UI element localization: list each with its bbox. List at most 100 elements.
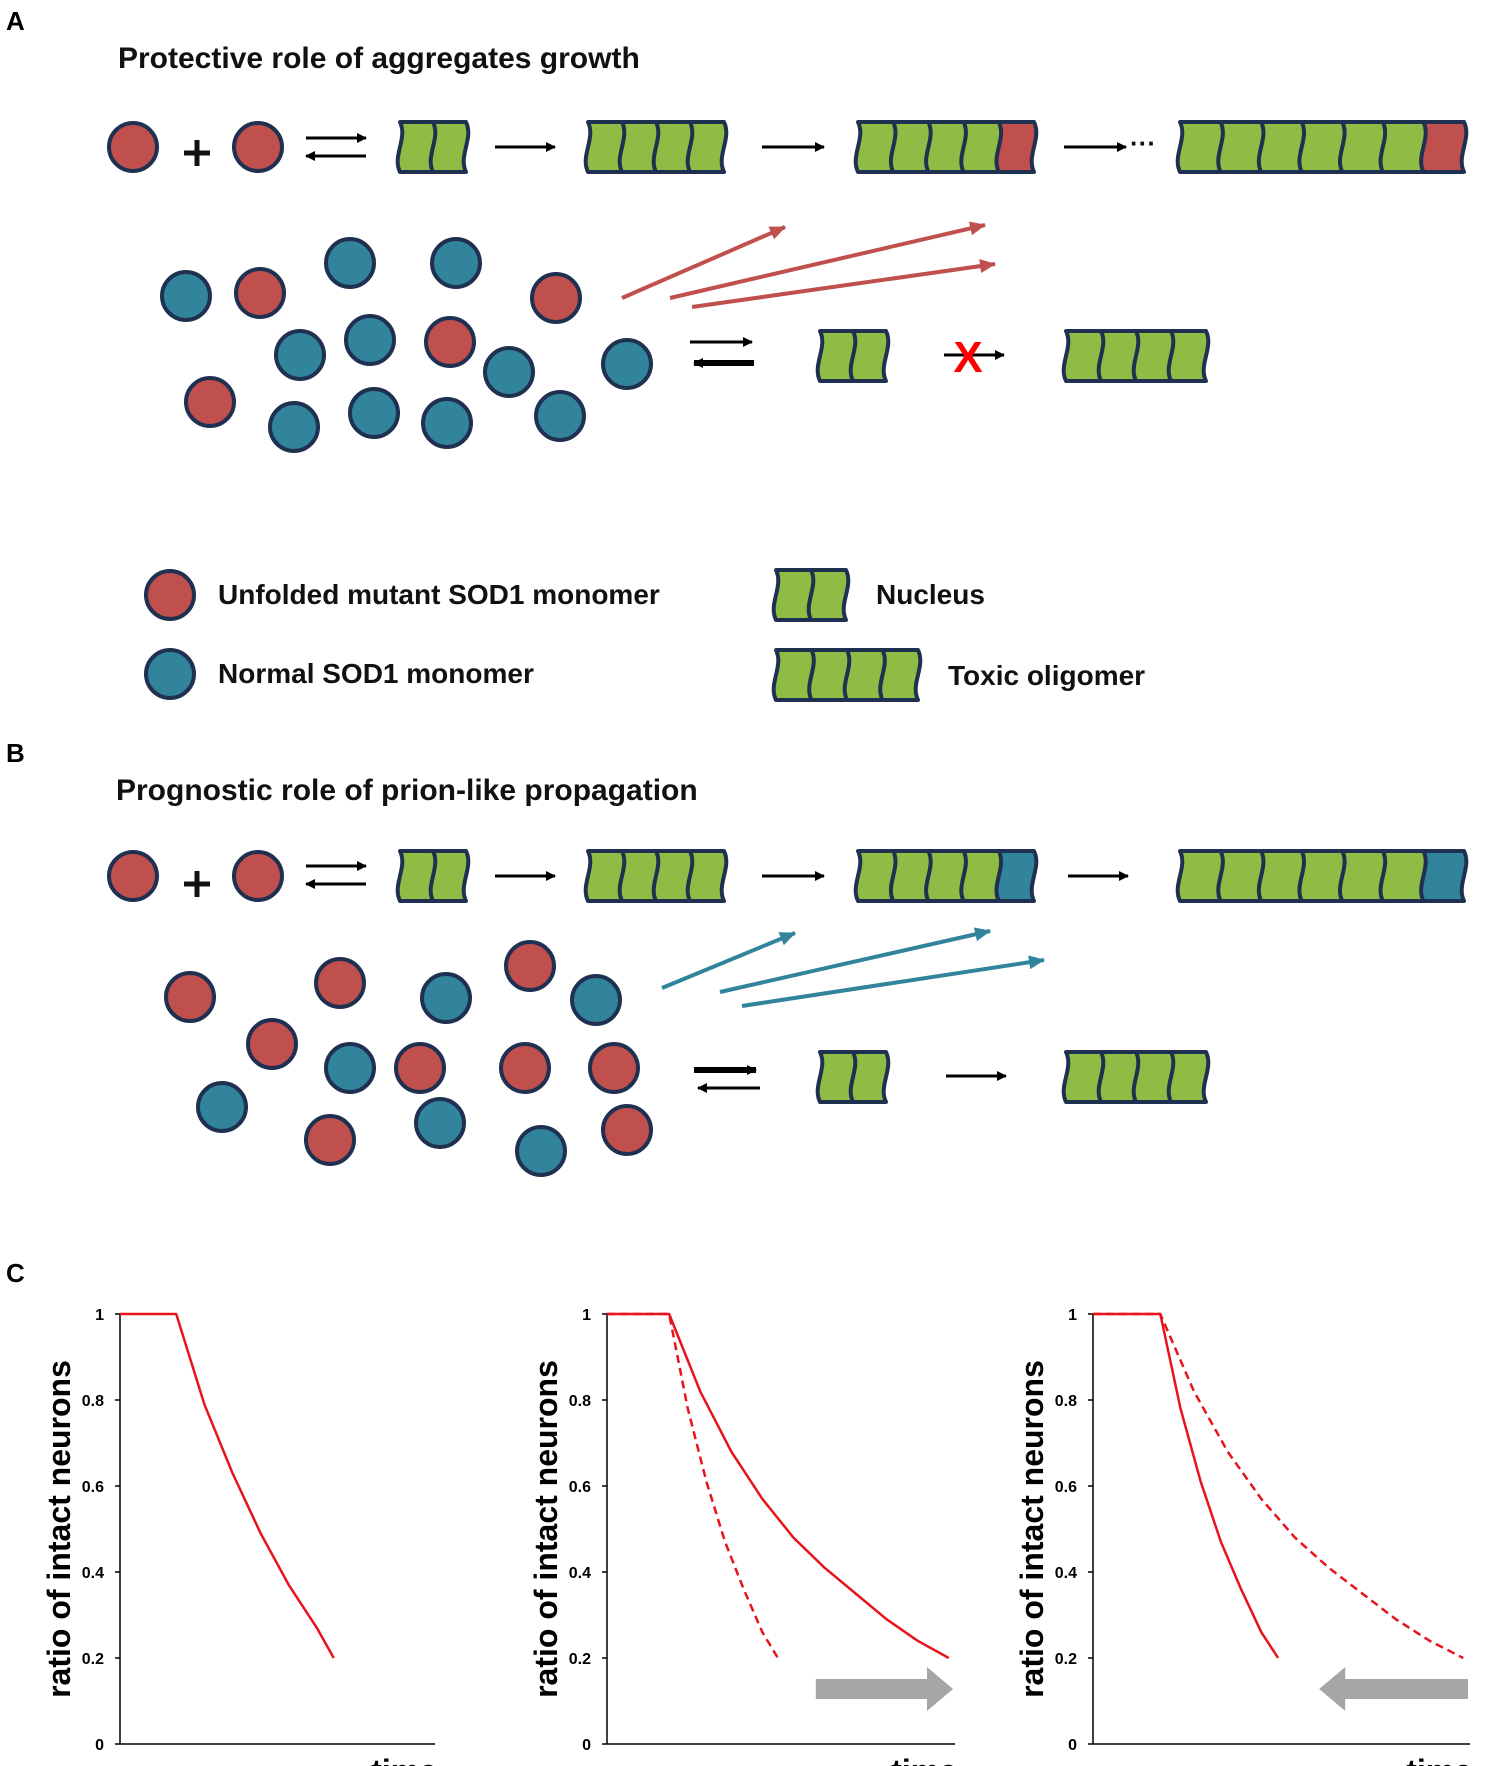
segment-divider bbox=[685, 850, 695, 902]
nucleus bbox=[395, 849, 471, 903]
nucleus bbox=[815, 329, 891, 383]
solid-survival-curve bbox=[1093, 1312, 1280, 1659]
y-tick-label: 0.2 bbox=[82, 1651, 104, 1668]
normal-monomer bbox=[160, 270, 212, 322]
segment-divider bbox=[1256, 121, 1266, 173]
normal-monomer bbox=[274, 329, 326, 381]
segment-divider bbox=[1216, 850, 1225, 902]
mutant-monomer bbox=[234, 267, 286, 319]
y-tick-label: 0.2 bbox=[569, 1651, 591, 1668]
y-tick-label: 0.6 bbox=[1055, 1479, 1077, 1496]
aggregate-outline bbox=[815, 329, 891, 383]
mutant-monomer bbox=[504, 940, 556, 992]
legend-oligomer-label: Toxic oligomer bbox=[948, 660, 1145, 691]
y-tick-label: 0 bbox=[582, 1737, 591, 1754]
segment-divider bbox=[1338, 850, 1347, 902]
plus-sign bbox=[184, 871, 210, 897]
normal-monomer bbox=[515, 1125, 567, 1177]
nucleation-pathway-b bbox=[107, 849, 1469, 903]
x-axis-label: time bbox=[1406, 1753, 1472, 1766]
aggregate-outline bbox=[583, 849, 729, 903]
solid-survival-curve bbox=[607, 1312, 950, 1660]
y-tick-label: 0.4 bbox=[569, 1565, 591, 1582]
segment-divider bbox=[1256, 850, 1266, 902]
equilibrium-arrows bbox=[694, 1065, 760, 1093]
aggregate-body bbox=[855, 851, 1037, 901]
x-axis-label: time bbox=[891, 1753, 957, 1766]
y-axis-label: ratio of intact neurons bbox=[41, 1360, 77, 1698]
segment-divider bbox=[1131, 330, 1141, 382]
mutant-monomer bbox=[601, 1104, 653, 1156]
mutant-monomer-segment bbox=[996, 122, 1037, 172]
y-tick-label: 0.4 bbox=[1055, 1565, 1077, 1582]
mutant-monomer bbox=[184, 376, 236, 428]
long-oligomer-with-mutant bbox=[1175, 120, 1469, 174]
segment-divider bbox=[888, 850, 898, 902]
y-tick-label: 0.6 bbox=[82, 1479, 104, 1496]
segment-divider bbox=[1166, 330, 1176, 382]
segment-divider bbox=[1166, 1051, 1176, 1103]
aggregate-body bbox=[1177, 851, 1467, 901]
nucleus bbox=[395, 120, 471, 174]
mutant-monomer bbox=[107, 850, 159, 902]
y-tick-label: 0.4 bbox=[82, 1565, 104, 1582]
dashed-survival-curve bbox=[607, 1312, 779, 1659]
segment-divider bbox=[1216, 121, 1225, 173]
legend-mutant-swatch bbox=[144, 569, 196, 621]
aggregate-outline bbox=[1061, 329, 1211, 383]
aggregate-outline bbox=[395, 120, 471, 174]
segment-divider bbox=[685, 121, 695, 173]
segment-divider bbox=[1096, 330, 1106, 382]
aggregate-outline bbox=[1175, 120, 1469, 174]
x-axis-label: time bbox=[371, 1753, 437, 1766]
y-tick-label: 0.6 bbox=[569, 1479, 591, 1496]
oligomer bbox=[583, 120, 729, 174]
equilibrium-arrows bbox=[690, 337, 754, 368]
long-oligomer-with-normal bbox=[1175, 849, 1469, 903]
normal-monomer bbox=[421, 397, 473, 449]
mutant-monomer bbox=[107, 121, 159, 173]
segment-divider bbox=[1419, 850, 1428, 902]
legend-normal-label: Normal SOD1 monomer bbox=[218, 658, 534, 689]
y-tick-label: 0.2 bbox=[1055, 1651, 1077, 1668]
propagation-pathway bbox=[694, 1050, 1211, 1104]
normal-monomer bbox=[268, 401, 320, 453]
y-axis-label: ratio of intact neurons bbox=[1014, 1360, 1050, 1698]
segment-divider bbox=[878, 649, 887, 701]
panel-b: B Prognostic role of prion-like propagat… bbox=[6, 738, 1469, 1177]
mutant-monomer bbox=[588, 1042, 640, 1094]
aggregate-outline bbox=[583, 120, 729, 174]
monomer-pool-a bbox=[160, 237, 653, 453]
normal-monomer bbox=[344, 314, 396, 366]
panel-c-letter: C bbox=[6, 1258, 25, 1288]
shift-arrow-right bbox=[815, 1667, 953, 1711]
aggregate-outline bbox=[815, 1050, 891, 1104]
normal-monomer-segment bbox=[1421, 851, 1467, 901]
oligomer-with-normal bbox=[853, 849, 1039, 903]
segment-divider bbox=[617, 121, 627, 173]
segment-divider bbox=[428, 121, 438, 173]
segment-divider bbox=[924, 850, 933, 902]
panel-a: A Protective role of aggregates growth ·… bbox=[6, 6, 1469, 702]
legend-normal-swatch bbox=[144, 648, 196, 700]
segment-divider bbox=[428, 850, 438, 902]
segment-divider bbox=[848, 330, 858, 382]
oligomer bbox=[1061, 329, 1211, 383]
normal-monomer bbox=[420, 972, 472, 1024]
normal-monomer bbox=[324, 1042, 376, 1094]
segment-divider bbox=[651, 121, 661, 173]
aggregate-outline bbox=[1061, 1050, 1211, 1104]
mutant-monomer bbox=[530, 272, 582, 324]
normal-monomer bbox=[348, 387, 400, 439]
segment-divider bbox=[994, 850, 1004, 902]
legend-oligomer-swatch bbox=[771, 648, 923, 702]
normal-monomer bbox=[534, 390, 586, 442]
segment-divider bbox=[1378, 850, 1388, 902]
normal-monomer bbox=[483, 346, 535, 398]
aggregate-outline bbox=[771, 568, 851, 622]
normal-monomer-segment bbox=[996, 851, 1037, 901]
aggregate-outline bbox=[771, 648, 923, 702]
